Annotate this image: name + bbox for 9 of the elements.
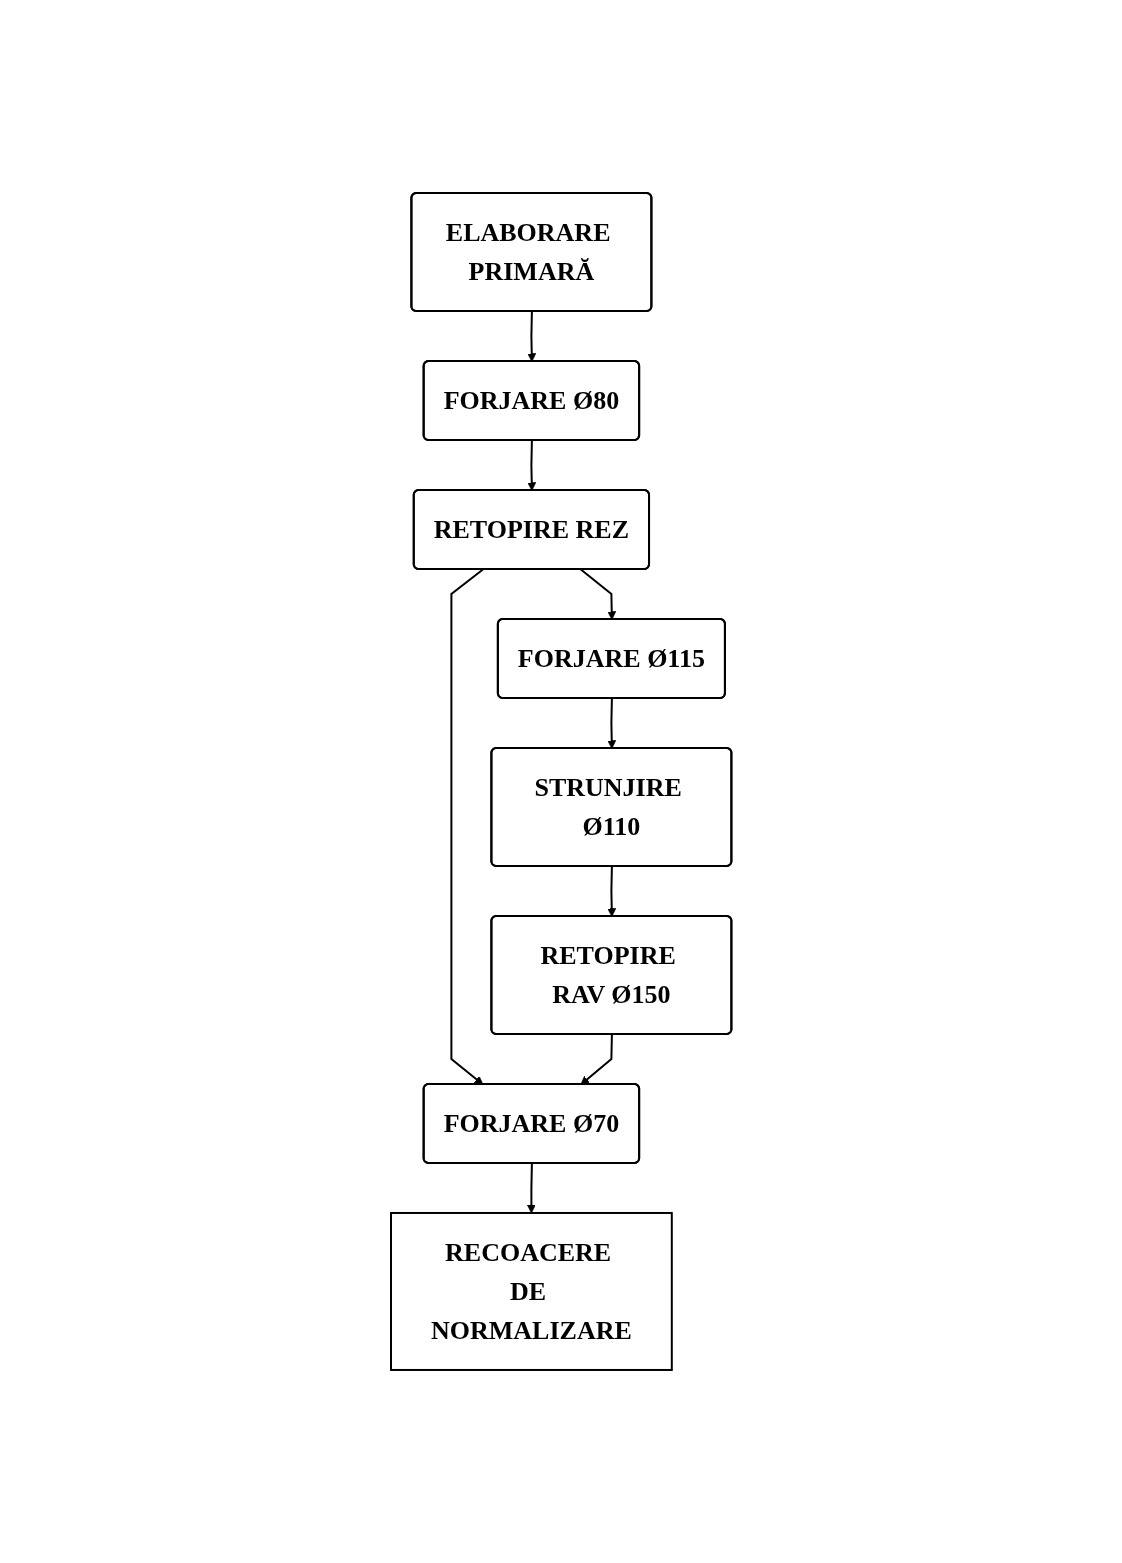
node-box: RECOACERE DE NORMALIZARE: [389, 1212, 673, 1371]
arrow: [607, 865, 616, 917]
arrow: [450, 568, 484, 1085]
arrow: [527, 439, 536, 491]
arrow: [607, 697, 616, 749]
arrow: [527, 310, 536, 362]
arrow: [580, 1033, 613, 1085]
arrow: [579, 568, 616, 620]
arrow: [526, 1162, 536, 1214]
